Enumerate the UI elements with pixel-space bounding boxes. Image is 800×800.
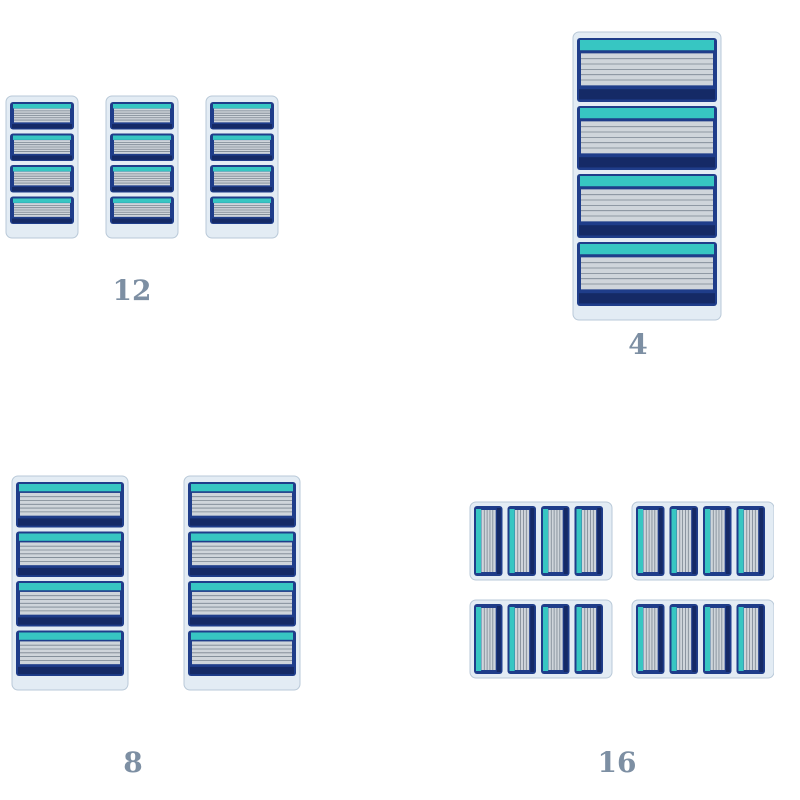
cartridge <box>574 506 603 576</box>
cartridge <box>16 630 124 676</box>
cartridge <box>188 531 296 577</box>
cartridge <box>188 581 296 627</box>
cartridge <box>110 165 174 193</box>
cartridge <box>541 604 570 674</box>
cartridge <box>736 604 765 674</box>
cartridge <box>703 604 732 674</box>
pack-4-image <box>565 28 725 328</box>
cartridge <box>210 165 274 193</box>
cartridge <box>541 506 570 576</box>
pack-8-image <box>8 474 308 694</box>
cartridge <box>577 106 717 170</box>
cartridge <box>669 506 698 576</box>
cartridge <box>16 482 124 528</box>
cartridge <box>474 604 503 674</box>
cartridge <box>577 242 717 306</box>
pack-12-cartridges <box>5 95 279 239</box>
cartridge <box>110 133 174 161</box>
cartridge <box>10 165 74 193</box>
cartridge <box>669 604 698 674</box>
cartridge <box>507 506 536 576</box>
cartridge <box>10 196 74 224</box>
cartridge <box>577 38 717 102</box>
pack-16-cartridges <box>469 501 774 679</box>
cartridge <box>16 531 124 577</box>
pack-12-label: 12 <box>112 274 152 307</box>
cartridge <box>188 482 296 528</box>
cartridge <box>210 102 274 130</box>
pack-4-label: 4 <box>628 328 648 361</box>
cartridge <box>636 604 665 674</box>
pack-8-label: 8 <box>123 746 143 779</box>
cartridge <box>10 102 74 130</box>
cartridge <box>636 506 665 576</box>
cartridge <box>16 581 124 627</box>
cartridge <box>10 133 74 161</box>
pack-12-image <box>0 90 290 250</box>
cartridge <box>736 506 765 576</box>
cartridge <box>110 102 174 130</box>
pack-8-cartridges <box>11 475 301 691</box>
cartridge <box>507 604 536 674</box>
cartridge <box>210 133 274 161</box>
pack-16-image <box>468 500 774 680</box>
cartridge <box>703 506 732 576</box>
pack-4-cartridges <box>572 31 722 321</box>
cartridge <box>577 174 717 238</box>
cartridge <box>474 506 503 576</box>
cartridge <box>110 196 174 224</box>
pack-16-label: 16 <box>597 746 637 779</box>
cartridge <box>210 196 274 224</box>
cartridge <box>574 604 603 674</box>
cartridge <box>188 630 296 676</box>
